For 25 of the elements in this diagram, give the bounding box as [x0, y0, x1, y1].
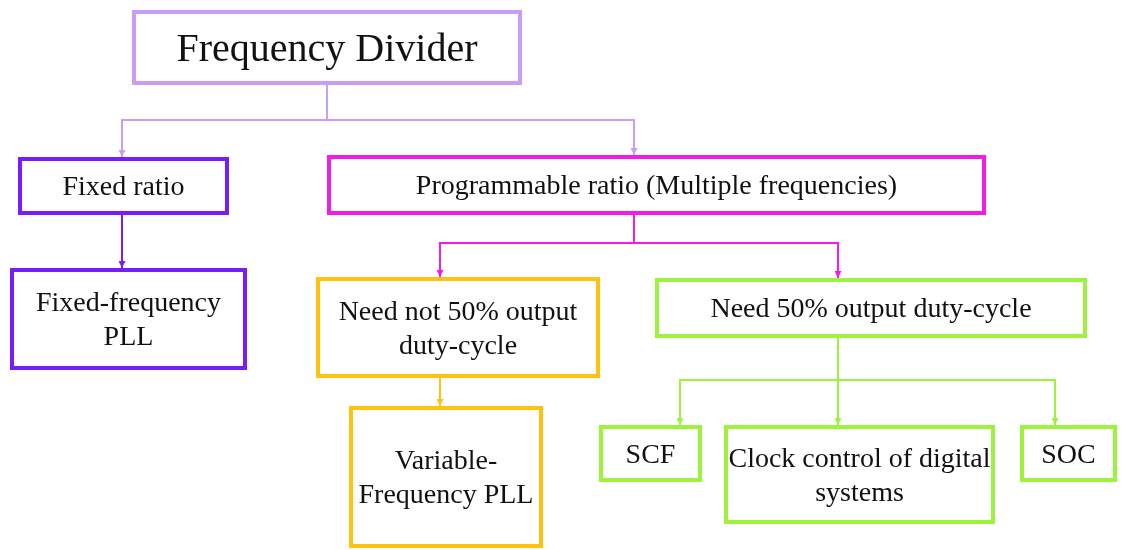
process-box: [1020, 425, 1117, 482]
arrow: [837, 337, 1059, 426]
arrow: [633, 214, 842, 279]
process-box: [132, 10, 522, 85]
process-box: [349, 406, 543, 548]
arrow: [118, 214, 126, 269]
arrow: [436, 377, 444, 407]
node-label: Programmable ratio (Multiple frequencies): [415, 168, 898, 202]
node-label: Need not 50% output duty-cycle: [337, 293, 579, 362]
process-box: [316, 277, 600, 378]
node-label: SCF: [625, 436, 676, 471]
process-box: [327, 155, 986, 215]
node-label: SOC: [1041, 436, 1096, 471]
node-label: Fixed-frequency PLL: [34, 285, 222, 353]
node-label: Need 50% output duty-cycle: [710, 291, 1032, 325]
node-label: Frequency Divider: [176, 23, 478, 72]
process-box: [724, 425, 995, 524]
node-label: Clock control of digital systems: [728, 440, 991, 509]
process-box: [655, 278, 1087, 338]
arrow: [326, 84, 638, 156]
process-box: [10, 268, 247, 370]
process-box: [18, 157, 229, 215]
process-box: [599, 425, 702, 482]
node-label: Variable-Frequency PLL: [357, 443, 535, 511]
node-label: Fixed ratio: [62, 169, 185, 203]
